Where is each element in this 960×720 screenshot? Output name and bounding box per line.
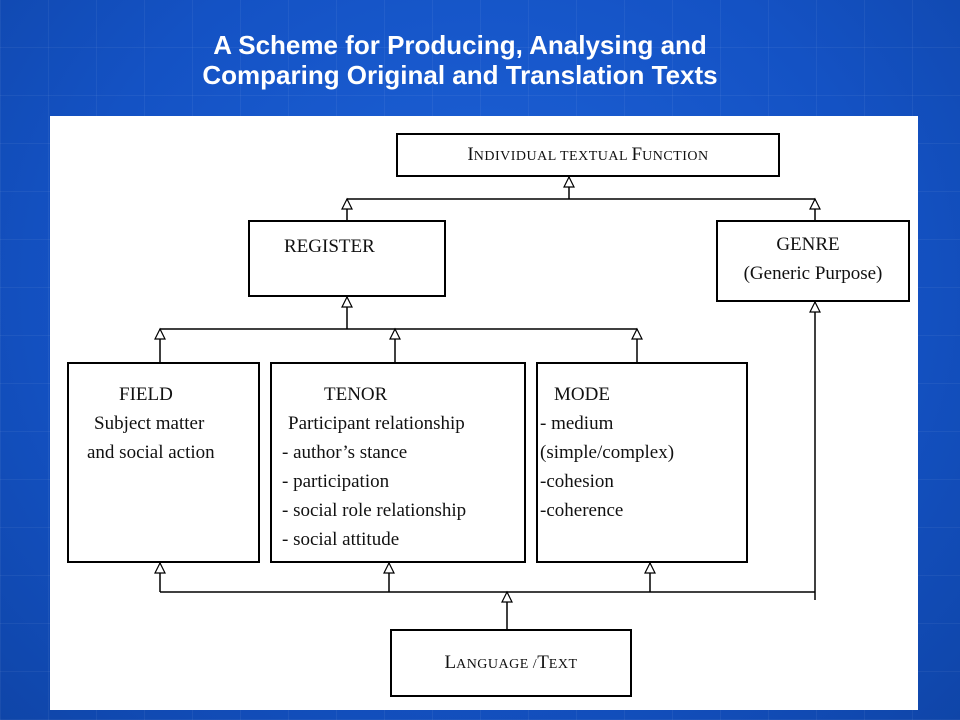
- language-rest-2: EXT: [548, 657, 578, 672]
- language-text-box: LANGUAGE /TEXT: [390, 629, 632, 697]
- mode-line-3: -cohesion: [540, 471, 614, 492]
- arrowhead-genre-bottom: [809, 300, 821, 313]
- tenor-label: TENOR: [324, 384, 388, 405]
- title-line-2: Comparing Original and Translation Texts: [202, 60, 718, 90]
- tenor-line-2: - author’s stance: [282, 442, 408, 463]
- arrowhead-mode-bottom: [644, 561, 656, 574]
- register-box: REGISTER: [248, 220, 446, 297]
- genre-box: GENRE (Generic Purpose): [716, 220, 910, 302]
- arrowhead-genre-top: [809, 197, 821, 210]
- mode-line-2: (simple/complex): [540, 442, 675, 463]
- language-rest-1: ANGUAGE /: [456, 657, 538, 672]
- field-box: FIELD Subject matter and social action: [67, 362, 260, 563]
- title-line-1: A Scheme for Producing, Analysing and: [213, 30, 707, 60]
- genre-label: GENRE: [776, 234, 840, 255]
- arrowhead-tenor-top: [389, 327, 401, 340]
- field-label: FIELD: [119, 384, 173, 405]
- language-cap-2: T: [537, 652, 549, 673]
- arrowhead-register-bottom: [341, 295, 353, 308]
- field-line-2: and social action: [87, 442, 215, 463]
- slide-title: A Scheme for Producing, Analysing and Co…: [60, 30, 860, 90]
- function-cap-1: I: [467, 144, 474, 165]
- function-cap-2: F: [631, 144, 643, 165]
- genre-sublabel: (Generic Purpose): [743, 263, 883, 284]
- function-rest-1: NDIVIDUAL TEXTUAL: [473, 149, 632, 164]
- individual-textual-function-box: INDIVIDUAL TEXTUAL FUNCTION: [396, 133, 780, 177]
- arrowhead-field-top: [154, 327, 166, 340]
- arrowhead-mode-top: [631, 327, 643, 340]
- function-rest-2: UNCTION: [642, 149, 709, 164]
- arrowhead-tenor-bottom: [383, 561, 395, 574]
- field-line-1: Subject matter: [94, 413, 205, 434]
- tenor-line-5: - social attitude: [282, 529, 400, 550]
- tenor-line-1: Participant relationship: [288, 413, 465, 434]
- register-label: REGISTER: [284, 236, 375, 257]
- tenor-line-3: - participation: [282, 471, 390, 492]
- arrowhead-function: [563, 175, 575, 188]
- mode-label: MODE: [554, 384, 610, 405]
- mode-line-4: -coherence: [540, 500, 624, 521]
- arrowhead-language: [501, 590, 513, 603]
- arrowhead-field-bottom: [154, 561, 166, 574]
- arrowhead-register-top: [341, 197, 353, 210]
- language-cap-1: L: [444, 652, 457, 673]
- tenor-line-4: - social role relationship: [282, 500, 467, 521]
- language-text-label: LANGUAGE /TEXT: [444, 652, 577, 673]
- mode-box: MODE - medium (simple/complex) -cohesion…: [536, 362, 748, 563]
- diagram-panel: INDIVIDUAL TEXTUAL FUNCTION REGISTER GEN…: [50, 116, 918, 710]
- tenor-box: TENOR Participant relationship - author’…: [270, 362, 526, 563]
- connector-lines: [154, 175, 821, 629]
- individual-textual-function-label: INDIVIDUAL TEXTUAL FUNCTION: [467, 144, 708, 165]
- mode-line-1: - medium: [540, 413, 614, 434]
